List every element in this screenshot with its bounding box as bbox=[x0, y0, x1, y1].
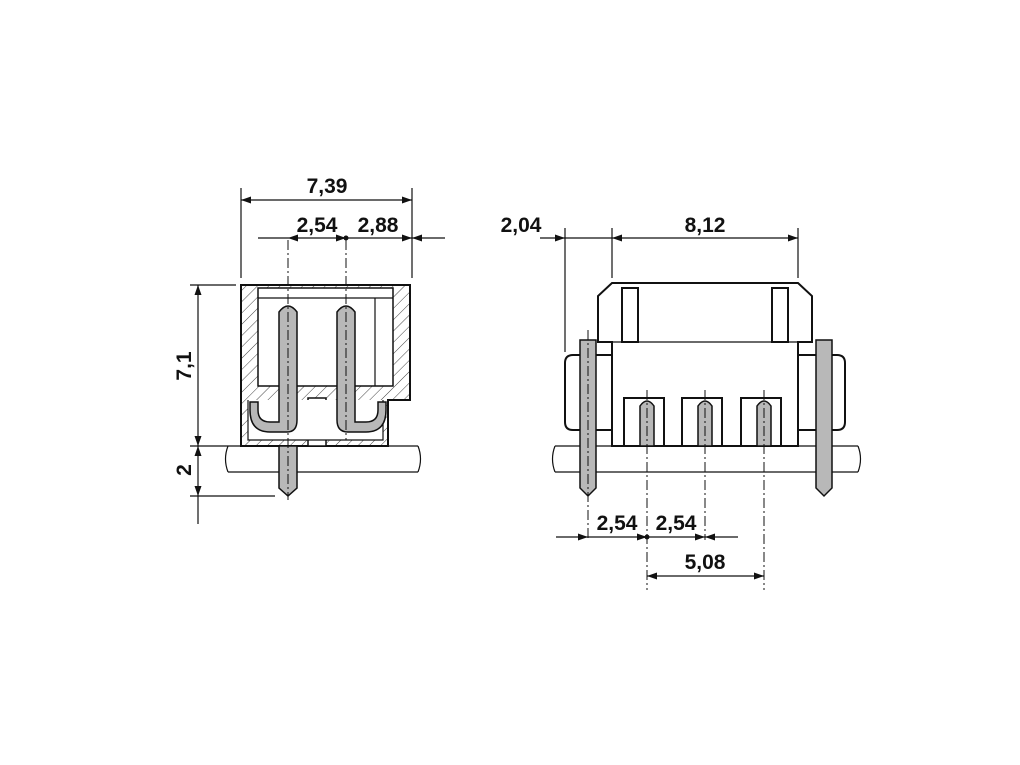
front-contacts bbox=[639, 400, 772, 447]
dim-offset: 2,04 bbox=[501, 214, 542, 237]
dim-body-width: 8,12 bbox=[685, 214, 726, 237]
side-pins bbox=[249, 305, 387, 498]
side-view: 7,39 2,54 2,88 7,1 2 bbox=[173, 175, 445, 524]
front-pcb bbox=[551, 445, 862, 473]
side-pcb bbox=[224, 445, 422, 473]
dim-pin-pitch: 2,54 bbox=[297, 214, 338, 237]
dim-pitch-a: 2,54 bbox=[597, 512, 638, 535]
front-holddown-pins bbox=[579, 339, 833, 498]
dim-height: 7,1 bbox=[173, 351, 196, 381]
dim-overall-width: 7,39 bbox=[307, 175, 348, 198]
dim-pin-to-edge: 2,88 bbox=[358, 214, 399, 237]
dim-pin-length: 2 bbox=[173, 464, 196, 476]
dim-span: 5,08 bbox=[685, 551, 726, 574]
front-view: 2,04 8,12 2,54 2,54 5,08 bbox=[501, 214, 862, 590]
dim-pitch-b: 2,54 bbox=[656, 512, 697, 535]
